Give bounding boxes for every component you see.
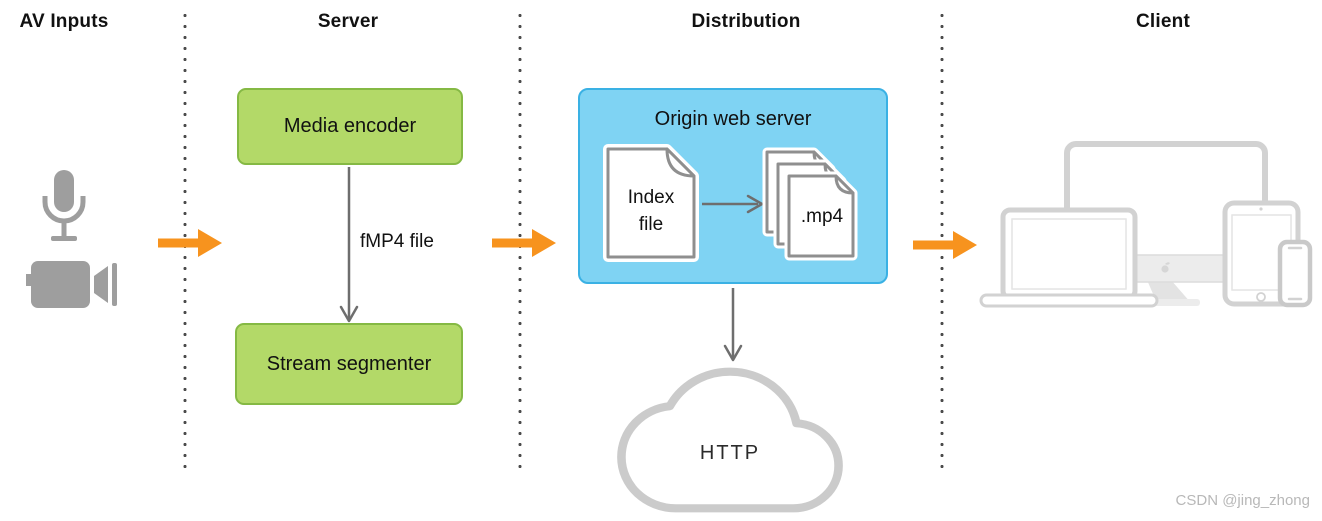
section-header-server: Server — [317, 11, 379, 32]
arrow-origin-to-http — [723, 288, 743, 362]
laptop-icon — [979, 207, 1159, 308]
section-header-av-inputs: AV Inputs — [19, 11, 109, 32]
media-encoder-box: Media encoder — [237, 88, 463, 165]
arrow-index-to-mp4 — [702, 194, 764, 214]
flow-arrow-av-to-server — [158, 229, 222, 257]
section-header-client: Client — [1136, 11, 1190, 32]
arrow-encoder-to-segmenter — [339, 167, 359, 323]
imac-icon — [1135, 254, 1225, 306]
index-file-icon — [603, 144, 699, 262]
video-camera-icon — [26, 261, 117, 308]
stream-segmenter-label: Stream segmenter — [266, 352, 432, 375]
client-devices — [979, 141, 1313, 308]
mp4-file-label: .mp4 — [800, 206, 844, 227]
fmp4-file-label: fMP4 file — [360, 231, 434, 252]
index-file-label: Index file — [627, 187, 675, 235]
microphone-icon — [42, 170, 86, 241]
flow-arrow-server-to-distribution — [492, 229, 556, 257]
iphone-icon — [1277, 239, 1313, 308]
separator-distribution-client — [940, 10, 944, 470]
mp4-segments-stack-icon — [762, 147, 858, 261]
stream-segmenter-box: Stream segmenter — [235, 323, 463, 405]
flow-arrow-distribution-to-client — [913, 231, 977, 259]
section-header-distribution: Distribution — [691, 11, 801, 32]
media-encoder-label: Media encoder — [283, 115, 417, 137]
http-label: HTTP — [699, 442, 761, 464]
origin-web-server-label: Origin web server — [654, 108, 812, 130]
watermark-text: CSDN @jing_zhong — [1175, 492, 1310, 509]
http-cloud-icon — [617, 367, 843, 513]
